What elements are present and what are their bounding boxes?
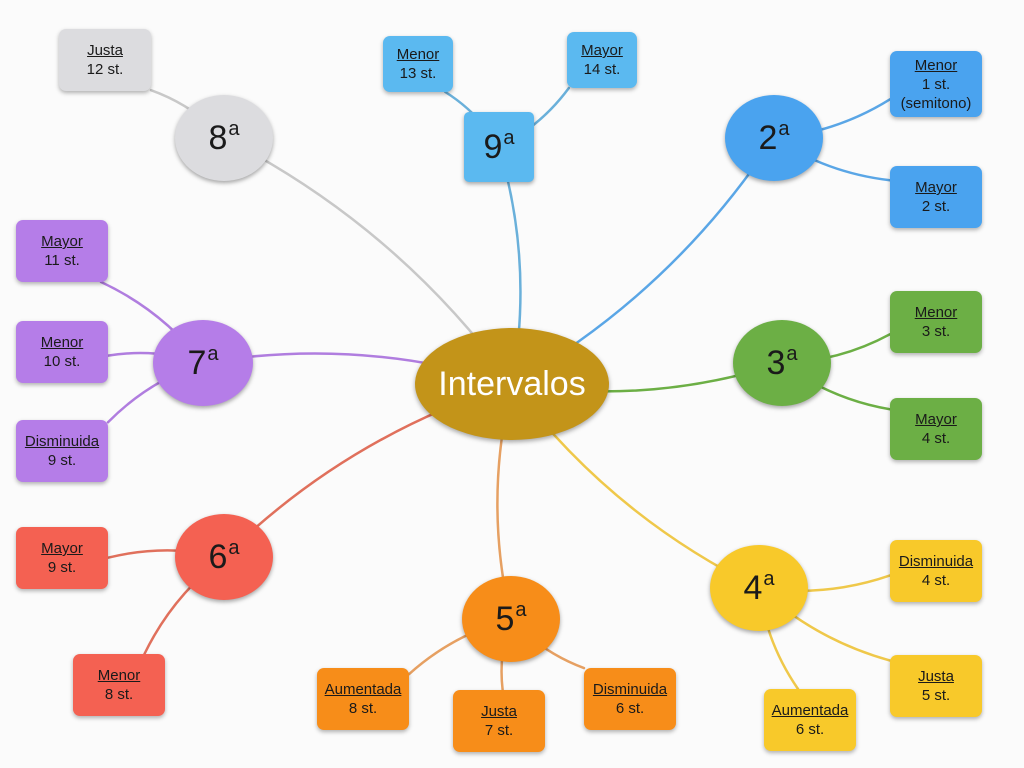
leaf-detail: 8 st. bbox=[104, 686, 134, 703]
leaf-name: Mayor bbox=[915, 411, 957, 428]
interval-node-2a[interactable]: 2a bbox=[725, 95, 823, 181]
leaf-4a-disminuida[interactable]: Disminuida 4 st. bbox=[890, 540, 982, 602]
leaf-7a-menor[interactable]: Menor 10 st. bbox=[16, 321, 108, 383]
leaf-3a-mayor[interactable]: Mayor 4 st. bbox=[890, 398, 982, 460]
leaf-5a-justa[interactable]: Justa 7 st. bbox=[453, 690, 545, 752]
interval-ordinal-sup: a bbox=[503, 127, 515, 149]
leaf-name: Aumentada bbox=[771, 702, 849, 719]
leaf-detail: 6 st. bbox=[615, 700, 645, 717]
leaf-detail: 3 st. bbox=[921, 323, 951, 340]
interval-number: 3a bbox=[766, 343, 798, 382]
interval-ordinal-sup: a bbox=[515, 599, 527, 621]
leaf-name: Disminuida bbox=[24, 433, 100, 450]
leaf-detail: 13 st. bbox=[399, 65, 437, 82]
interval-number: 5a bbox=[495, 599, 527, 638]
leaf-4a-aumentada[interactable]: Aumentada 6 st. bbox=[764, 689, 856, 751]
interval-node-3a[interactable]: 3a bbox=[733, 320, 831, 406]
leaf-name: Menor bbox=[97, 667, 141, 684]
leaf-8a-justa[interactable]: Justa 12 st. bbox=[59, 29, 151, 91]
interval-digit: 4 bbox=[743, 569, 763, 607]
leaf-detail: 2 st. bbox=[921, 198, 951, 215]
interval-ordinal-sup: a bbox=[763, 568, 775, 590]
interval-number: 6a bbox=[208, 537, 240, 576]
leaf-9a-mayor[interactable]: Mayor 14 st. bbox=[567, 32, 637, 88]
leaf-name: Menor bbox=[40, 334, 84, 351]
interval-digit: 2 bbox=[758, 119, 778, 157]
leaf-9a-menor[interactable]: Menor 13 st. bbox=[383, 36, 453, 92]
leaf-name: Justa bbox=[87, 42, 123, 59]
leaf-name: Mayor bbox=[41, 233, 83, 250]
leaf-detail: 9 st. bbox=[47, 452, 77, 469]
interval-ordinal-sup: a bbox=[228, 537, 240, 559]
interval-ordinal-sup: a bbox=[786, 343, 798, 365]
leaf-2a-mayor[interactable]: Mayor 2 st. bbox=[890, 166, 982, 228]
leaf-name: Disminuida bbox=[898, 553, 974, 570]
interval-digit: 8 bbox=[208, 119, 228, 157]
leaf-name: Justa bbox=[481, 703, 517, 720]
leaf-4a-justa[interactable]: Justa 5 st. bbox=[890, 655, 982, 717]
interval-node-4a[interactable]: 4a bbox=[710, 545, 808, 631]
leaf-name: Disminuida bbox=[592, 681, 668, 698]
leaf-detail: 11 st. bbox=[44, 252, 80, 269]
leaf-detail: 1 st. bbox=[921, 75, 951, 93]
interval-ordinal-sup: a bbox=[778, 118, 790, 140]
leaf-6a-menor[interactable]: Menor 8 st. bbox=[73, 654, 165, 716]
leaf-name: Menor bbox=[914, 56, 958, 74]
leaf-7a-disminuida[interactable]: Disminuida 9 st. bbox=[16, 420, 108, 482]
interval-ordinal-sup: a bbox=[207, 343, 219, 365]
interval-digit: 7 bbox=[187, 344, 207, 382]
interval-node-9a[interactable]: 9a bbox=[464, 112, 534, 182]
leaf-name: Mayor bbox=[915, 179, 957, 196]
interval-node-8a[interactable]: 8a bbox=[175, 95, 273, 181]
leaf-name: Justa bbox=[918, 668, 954, 685]
leaf-detail: 4 st. bbox=[921, 572, 951, 589]
leaf-name: Mayor bbox=[581, 42, 623, 59]
leaf-6a-mayor[interactable]: Mayor 9 st. bbox=[16, 527, 108, 589]
leaf-detail: 6 st. bbox=[795, 721, 825, 738]
leaf-detail: 7 st. bbox=[484, 722, 514, 739]
interval-node-6a[interactable]: 6a bbox=[175, 514, 273, 600]
interval-digit: 5 bbox=[495, 600, 515, 638]
interval-digit: 9 bbox=[483, 128, 503, 166]
interval-number: 2a bbox=[758, 118, 790, 157]
interval-digit: 3 bbox=[766, 344, 786, 382]
interval-ordinal-sup: a bbox=[228, 118, 240, 140]
leaf-5a-aumentada[interactable]: Aumentada 8 st. bbox=[317, 668, 409, 730]
interval-digit: 6 bbox=[208, 538, 228, 576]
leaf-name: Menor bbox=[914, 304, 958, 321]
leaf-detail: 12 st. bbox=[86, 61, 124, 78]
leaf-name: Aumentada bbox=[324, 681, 402, 698]
interval-number: 7a bbox=[187, 343, 219, 382]
leaf-name: Menor bbox=[396, 46, 440, 63]
central-topic[interactable]: Intervalos bbox=[415, 328, 609, 440]
interval-node-7a[interactable]: 7a bbox=[153, 320, 253, 406]
leaf-7a-mayor[interactable]: Mayor 11 st. bbox=[16, 220, 108, 282]
leaf-detail: 5 st. bbox=[921, 687, 951, 704]
central-topic-label: Intervalos bbox=[438, 364, 586, 403]
leaf-detail: 9 st. bbox=[47, 559, 77, 576]
leaf-detail: (semitono) bbox=[900, 94, 972, 112]
interval-number: 4a bbox=[743, 568, 775, 607]
leaf-detail: 14 st. bbox=[583, 61, 621, 78]
leaf-3a-menor[interactable]: Menor 3 st. bbox=[890, 291, 982, 353]
interval-node-5a[interactable]: 5a bbox=[462, 576, 560, 662]
interval-number: 8a bbox=[208, 118, 240, 157]
leaf-detail: 10 st. bbox=[43, 353, 81, 370]
leaf-name: Mayor bbox=[41, 540, 83, 557]
interval-number: 9a bbox=[483, 127, 515, 166]
leaf-detail: 4 st. bbox=[921, 430, 951, 447]
leaf-5a-disminuida[interactable]: Disminuida 6 st. bbox=[584, 668, 676, 730]
leaf-detail: 8 st. bbox=[348, 700, 378, 717]
